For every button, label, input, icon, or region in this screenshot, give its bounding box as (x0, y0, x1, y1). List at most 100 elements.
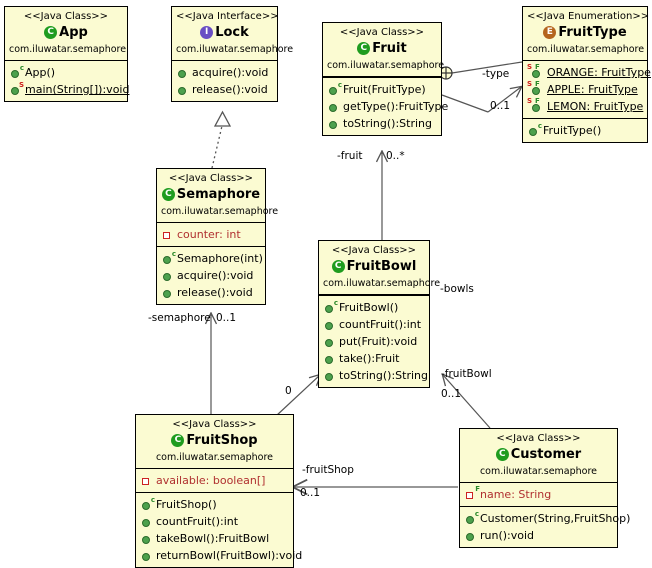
member-row[interactable]: put(Fruit):void (319, 333, 429, 350)
method-public-icon (328, 117, 341, 130)
method-constructor-icon: c (528, 123, 542, 137)
member-label: FruitType() (543, 124, 602, 137)
member-row[interactable]: available: boolean[] (136, 472, 293, 489)
java-class-icon: C (161, 188, 175, 201)
member-label: put(Fruit):void (339, 335, 418, 348)
member-label: countFruit():int (156, 515, 239, 528)
class-name: Fruit (372, 41, 407, 56)
class-box-fruittype[interactable]: <<Java Enumeration>> E FruitType com.ilu… (522, 6, 651, 143)
member-row[interactable]: toString():String (323, 115, 441, 132)
member-row[interactable]: c App() (5, 64, 127, 81)
class-box-fruitshop[interactable]: <<Java Class>> C FruitShop com.iluwatar.… (135, 414, 302, 568)
member-label: main(String[]):void (25, 83, 130, 96)
member-label: getType():FruitType (343, 100, 449, 113)
class-box-fruitbowl[interactable]: <<Java Class>> C FruitBowl com.iluwatar.… (318, 240, 440, 388)
member-label: FruitBowl() (339, 301, 399, 314)
class-box-lock[interactable]: <<Java Interface>> I Lock com.iluwatar.s… (171, 6, 294, 102)
class-package: com.iluwatar.semaphore (327, 60, 445, 71)
java-class-icon: C (331, 260, 345, 273)
member-row[interactable]: release():void (157, 284, 265, 301)
member-label: toString():String (339, 369, 428, 382)
member-row[interactable]: acquire():void (157, 267, 265, 284)
fields-compartment-semaphore: counter: int (157, 223, 265, 247)
method-public-icon (324, 352, 337, 365)
method-public-icon (141, 549, 154, 562)
methods-compartment-fruittype: c FruitType() (523, 119, 647, 142)
member-label: name: String (480, 488, 552, 501)
methods-compartment-lock: acquire():void release():void (172, 61, 277, 101)
method-public-icon (141, 515, 154, 528)
fields-compartment-fruit (323, 77, 441, 78)
fields-compartment-customer: F name: String (460, 483, 617, 507)
class-stereotype: <<Java Class>> (496, 433, 581, 444)
class-stereotype: <<Java Class>> (168, 173, 254, 184)
class-box-customer[interactable]: <<Java Class>> C Customer com.iluwatar.s… (459, 428, 630, 548)
edge-label-bowls-mult: 0 (285, 385, 292, 397)
class-package: com.iluwatar.semaphore (155, 452, 274, 463)
class-box-fruit[interactable]: <<Java Class>> C Fruit com.iluwatar.sema… (322, 22, 448, 136)
member-label: LEMON: FruitType (547, 100, 644, 113)
methods-compartment-fruitbowl: c FruitBowl() countFruit():int put(Fruit… (319, 296, 429, 387)
class-package: com.iluwatar.semaphore (161, 206, 279, 217)
fields-compartment-fruitbowl (319, 295, 429, 296)
method-public-icon (324, 335, 337, 348)
method-static-icon: S (10, 82, 24, 96)
fields-compartment-fruitshop: available: boolean[] (136, 469, 293, 493)
member-row[interactable]: counter: int (157, 226, 265, 243)
java-class-icon: C (495, 448, 509, 461)
member-row[interactable]: c Semaphore(int) (157, 250, 265, 267)
class-header-lock: <<Java Interface>> I Lock com.iluwatar.s… (172, 7, 294, 61)
class-name: Semaphore (176, 187, 261, 202)
class-box-app[interactable]: <<Java Class>> C App com.iluwatar.semaph… (4, 6, 130, 102)
member-row[interactable]: c Customer(String,FruitShop) (460, 510, 630, 527)
member-label: release():void (192, 83, 268, 96)
member-label: Fruit(FruitType) (343, 83, 426, 96)
member-row[interactable]: countFruit():int (319, 316, 429, 333)
member-row[interactable]: c FruitBowl() (319, 299, 429, 316)
member-row[interactable]: getType():FruitType (323, 98, 448, 115)
member-row[interactable]: toString():String (319, 367, 429, 384)
member-label: countFruit():int (339, 318, 422, 331)
class-stereotype: <<Java Class>> (23, 11, 109, 22)
member-row[interactable]: F name: String (460, 486, 617, 503)
edge-label-fruitshop-role: -fruitShop (302, 464, 354, 476)
member-row[interactable]: release():void (172, 81, 277, 98)
method-constructor-icon: c (141, 497, 155, 511)
member-row[interactable]: acquire():void (172, 64, 277, 81)
class-name: FruitShop (186, 433, 258, 448)
member-label: counter: int (177, 228, 241, 241)
member-label: acquire():void (177, 269, 254, 282)
member-row[interactable]: run():void (460, 527, 617, 544)
class-package: com.iluwatar.semaphore (527, 44, 645, 55)
member-row[interactable]: returnBowl(FruitBowl):void (136, 547, 302, 564)
edge-fruitshop-bowls (275, 375, 320, 417)
method-public-icon (177, 66, 190, 79)
member-label: Customer(String,FruitShop) (480, 512, 631, 525)
class-header-semaphore: <<Java Class>> C Semaphore com.iluwatar.… (157, 169, 279, 223)
class-stereotype: <<Java Interface>> (176, 11, 279, 22)
member-row[interactable]: countFruit():int (136, 513, 293, 530)
member-row[interactable]: c FruitType() (523, 122, 647, 139)
edge-label-bowls-role: -bowls (440, 283, 474, 295)
class-box-semaphore[interactable]: <<Java Class>> C Semaphore com.iluwatar.… (156, 168, 279, 305)
member-row[interactable]: c Fruit(FruitType) (323, 81, 441, 98)
member-row[interactable]: c FruitShop() (136, 496, 293, 513)
member-row[interactable]: S main(String[]):void (5, 81, 130, 98)
member-row[interactable]: take():Fruit (319, 350, 429, 367)
edge-label-type-mult: 0..1 (490, 100, 511, 112)
class-name: App (59, 25, 88, 40)
class-stereotype: <<Java Class>> (172, 419, 257, 430)
method-public-icon (177, 83, 190, 96)
member-row[interactable]: takeBowl():FruitBowl (136, 530, 293, 547)
member-label: Semaphore(int) (177, 252, 263, 265)
class-package: com.iluwatar.semaphore (176, 44, 294, 55)
edge-label-fruitbowl-role: -fruitBowl (441, 368, 492, 380)
method-public-icon (328, 100, 341, 113)
